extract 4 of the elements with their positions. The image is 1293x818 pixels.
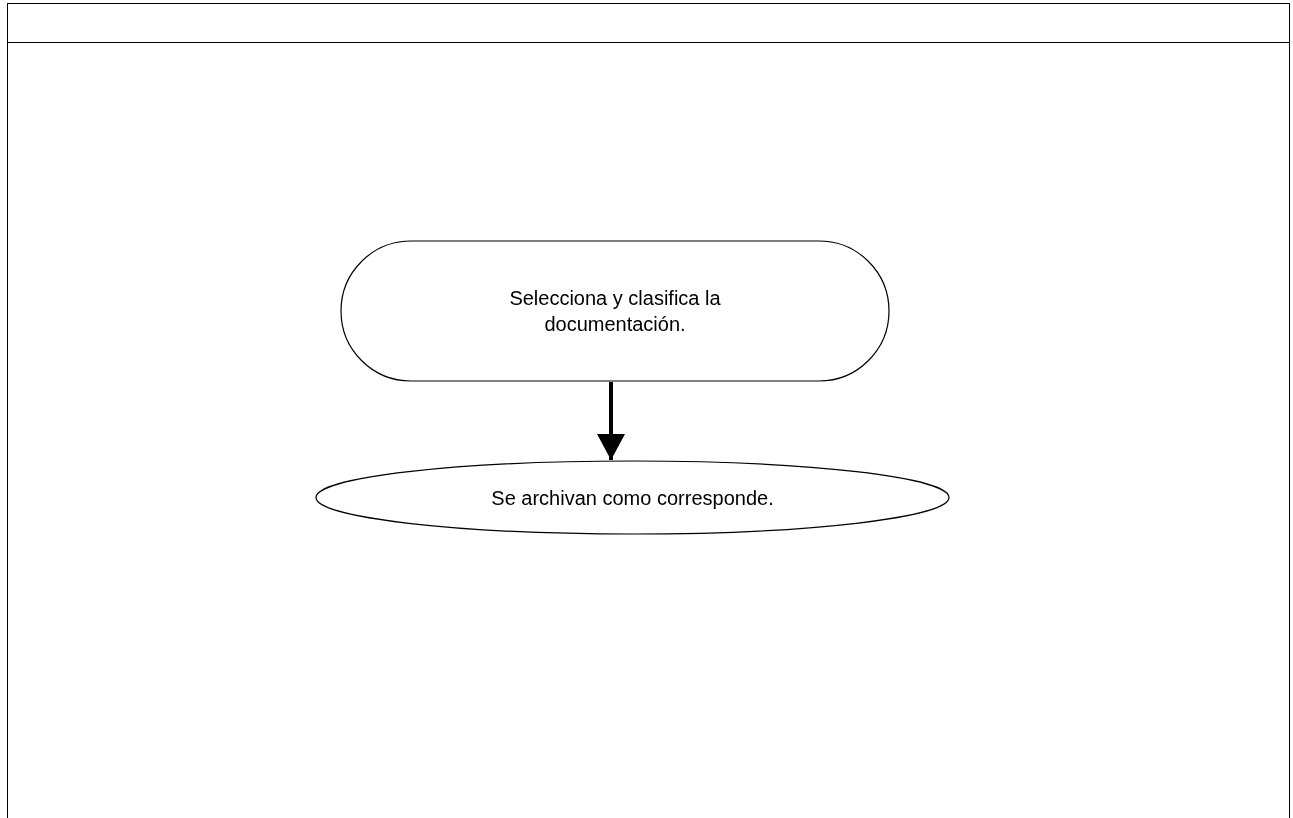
node-text: Se archivan como corresponde. (491, 485, 774, 511)
node-text: Selecciona y clasifica la documentación. (508, 286, 722, 337)
ellipse-shape (315, 460, 950, 535)
arrow (597, 382, 625, 460)
